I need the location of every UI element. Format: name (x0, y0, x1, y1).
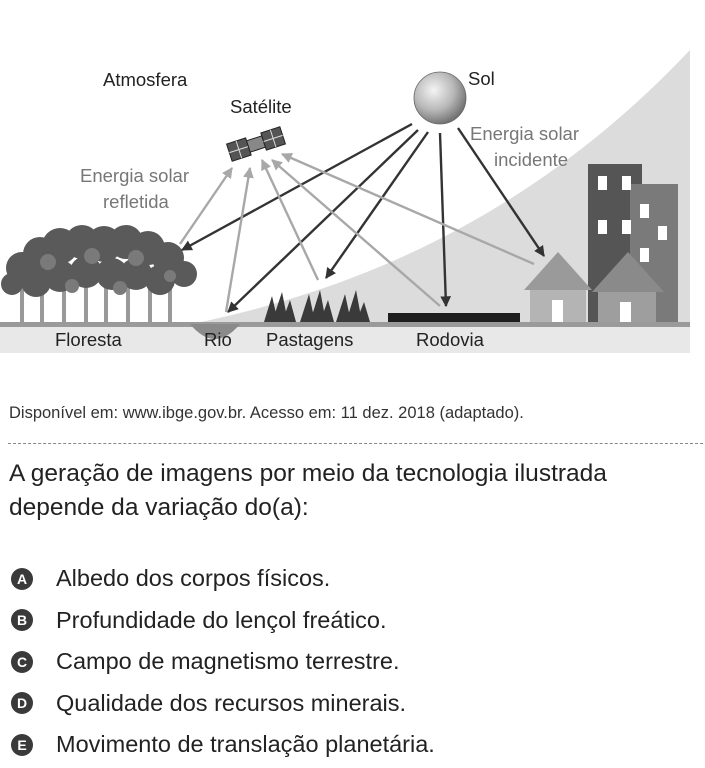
option-c-badge: C (11, 650, 33, 673)
option-e[interactable]: E Movimento de translação planetária. (11, 724, 435, 766)
incident-arrow-forest (181, 122, 413, 252)
label-floresta: Floresta (55, 329, 123, 350)
label-energia-refletida-1: Energia solar (80, 165, 189, 186)
answer-options: A Albedo dos corpos físicos. B Profundid… (11, 558, 435, 766)
option-d-badge: D (11, 692, 33, 715)
reflected-arrow-road (271, 159, 441, 307)
road-shape (388, 313, 520, 322)
option-d-text: Qualidade dos recursos minerais. (56, 689, 407, 716)
option-e-badge: E (11, 733, 33, 756)
dashed-divider (8, 443, 703, 444)
reflected-arrow-buildings (281, 152, 535, 266)
incident-arrow-road (438, 132, 452, 308)
incident-arrow-buildings (457, 127, 545, 257)
reflected-energy-arrows (179, 152, 535, 313)
pasture-grass (264, 290, 370, 322)
question-text: A geração de imagens por meio da tecnolo… (9, 460, 607, 521)
sun-sphere (413, 71, 467, 125)
river-shape (190, 324, 240, 339)
option-b-badge: B (11, 609, 33, 632)
label-rodovia: Rodovia (416, 329, 485, 350)
remote-sensing-diagram: Atmosfera Satélite Sol Energia solar inc… (0, 50, 690, 353)
option-b-text: Profundidade do lençol freático. (56, 606, 387, 633)
option-c[interactable]: C Campo de magnetismo terrestre. (11, 641, 435, 683)
option-a-badge: A (11, 567, 33, 590)
forest-trees (1, 225, 197, 324)
option-a[interactable]: A Albedo dos corpos físicos. (11, 558, 435, 600)
city-buildings (524, 164, 678, 322)
option-a-text: Albedo dos corpos físicos. (56, 565, 331, 592)
incident-arrow-pasture (325, 131, 429, 279)
label-energia-incidente-2: incidente (494, 149, 568, 170)
incident-arrow-river (227, 129, 419, 313)
option-c-text: Campo de magnetismo terrestre. (56, 648, 400, 675)
satellite-icon (225, 126, 287, 162)
ground-strip (0, 325, 690, 353)
reflected-arrow-forest (179, 167, 233, 245)
reflected-arrow-pasture (260, 159, 320, 281)
option-b[interactable]: B Profundidade do lençol freático. (11, 600, 435, 642)
incident-energy-arrows (181, 122, 545, 313)
reflected-arrow-river (224, 166, 254, 313)
label-sol: Sol (468, 68, 495, 89)
ground-line (0, 322, 690, 327)
option-d[interactable]: D Qualidade dos recursos minerais. (11, 683, 435, 725)
label-atmosfera: Atmosfera (103, 69, 188, 90)
label-energia-refletida-2: refletida (103, 191, 170, 212)
label-satelite: Satélite (230, 96, 292, 117)
label-energia-incidente-1: Energia solar (470, 123, 579, 144)
label-rio: Rio (204, 329, 232, 350)
source-citation: Disponível em: www.ibge.gov.br. Acesso e… (9, 404, 524, 422)
label-pastagens: Pastagens (266, 329, 353, 350)
option-e-text: Movimento de translação planetária. (56, 731, 435, 758)
